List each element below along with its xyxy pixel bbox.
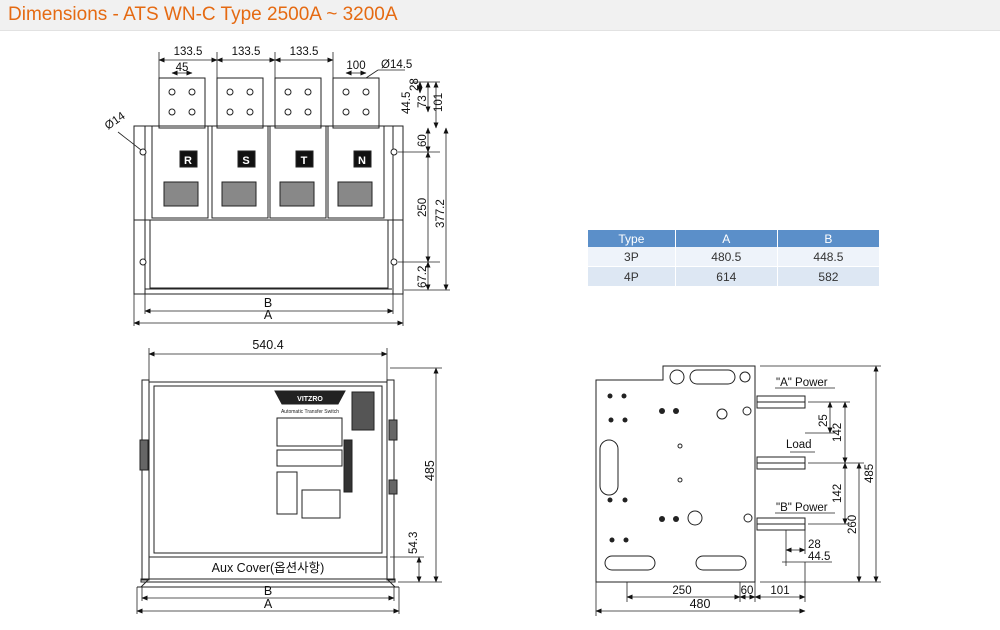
brand-label: VITZRO [297,396,323,403]
dim-250: 250 [417,198,429,217]
dim-b-top: B [264,296,272,310]
dim-101: 101 [433,93,445,112]
dim-25: 25 [818,414,830,427]
top-view [117,52,450,326]
brand-subtitle: Automatic Transfer Switch [281,409,339,415]
dim-44-5-side: 44.5 [808,551,830,563]
cell-a: 614 [675,266,778,287]
dim-44-5: 44.5 [401,92,413,114]
phase-r: R [184,155,192,167]
dim-54-3: 54.3 [408,532,420,554]
dim-377-2: 377.2 [435,199,447,228]
spec-header-a: A [675,230,778,247]
dim-pitch-1: 133.5 [174,46,203,58]
cell-b: 582 [777,266,881,287]
dim-b-front: B [264,584,272,598]
dim-250-side: 250 [672,585,691,597]
phase-n: N [358,155,366,167]
side-view [595,365,881,616]
dim-28-side: 28 [808,539,821,551]
dim-480: 480 [690,597,711,611]
dim-142a: 142 [832,423,844,442]
cell-type: 3P [588,247,676,267]
table-row: 4P 614 582 [588,266,881,287]
label-load: Load [786,439,812,451]
aux-cover-label: Aux Cover(옵션사항) [212,561,325,575]
phase-s: S [242,155,249,167]
dim-pitch-2: 133.5 [232,46,261,58]
label-b-power: "B" Power [776,502,828,514]
dim-73: 73 [417,95,429,108]
cell-a: 480.5 [675,247,778,267]
title-bar: Dimensions - ATS WN-C Type 2500A ~ 3200A [0,0,1000,31]
dim-67-2: 67.2 [417,266,429,288]
spec-table: Type A B 3P 480.5 448.5 4P 614 582 [588,230,881,287]
dim-485-front: 485 [423,460,437,481]
dim-28: 28 [409,78,421,91]
cell-b: 448.5 [777,247,881,267]
dim-hole-145: Ø14.5 [381,59,412,71]
dim-540-4: 540.4 [252,338,283,352]
phase-t: T [301,155,308,167]
dim-142b: 142 [832,484,844,503]
dim-101-side: 101 [770,585,789,597]
dim-60-side: 60 [741,585,754,597]
spec-header-b: B [777,230,881,247]
spec-header-type: Type [588,230,676,247]
dim-a-top: A [264,308,273,322]
page-title: Dimensions - ATS WN-C Type 2500A ~ 3200A [8,4,398,25]
dim-bar-100: 100 [346,60,365,72]
label-a-power: "A" Power [776,377,828,389]
front-view [136,348,442,614]
dim-pitch-3: 133.5 [290,46,319,58]
dim-bar-45: 45 [176,62,189,74]
dim-485-side: 485 [864,464,876,483]
table-row: 3P 480.5 448.5 [588,247,881,267]
dim-a-front: A [264,597,273,611]
cell-type: 4P [588,266,676,287]
dim-60: 60 [417,134,429,147]
dim-hole-14: Ø14 [103,110,128,133]
dim-260: 260 [847,515,859,534]
